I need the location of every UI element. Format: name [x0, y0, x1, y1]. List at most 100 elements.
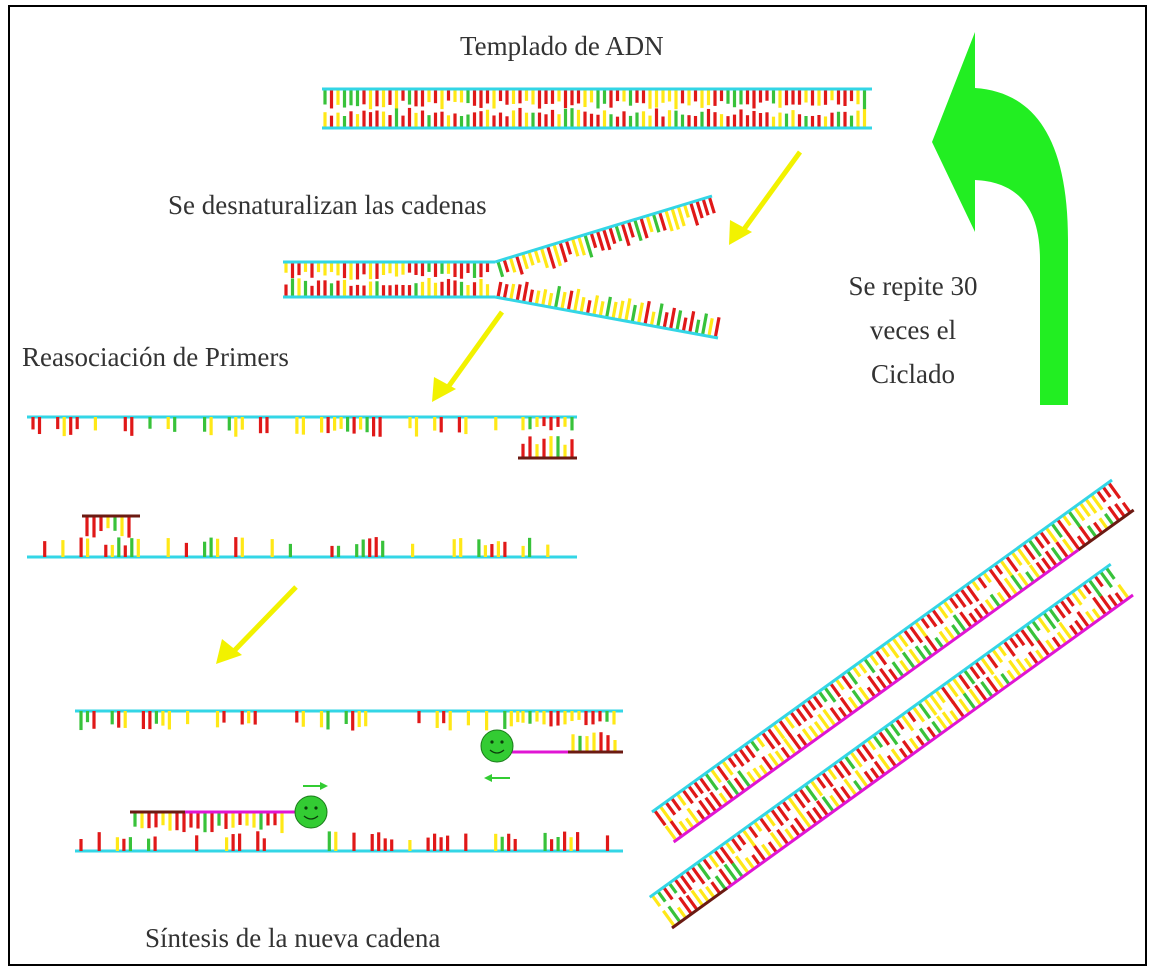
nucleotide [923, 697, 938, 716]
nucleotide [853, 779, 863, 792]
nucleotide [681, 317, 688, 332]
nucleotide [1050, 546, 1064, 563]
nucleotide [812, 694, 824, 709]
nucleotide [1033, 534, 1045, 549]
nucleotide [700, 313, 709, 336]
primer [1077, 508, 1135, 552]
nucleotide [928, 693, 943, 711]
nucleotide [1015, 658, 1028, 674]
nucleotide [670, 207, 680, 230]
dna-strands [27, 87, 1135, 930]
nucleotide [790, 824, 801, 838]
nucleotide [1056, 631, 1068, 645]
nucleotide [658, 211, 667, 231]
nucleotide [1035, 561, 1047, 575]
nucleotide [1061, 514, 1072, 527]
polymerase-eye [314, 806, 318, 810]
nucleotide [917, 701, 932, 720]
nucleotide [541, 289, 548, 307]
nucleotide [721, 760, 734, 776]
template-bases [79, 711, 520, 731]
nucleotide [832, 763, 845, 779]
nucleotide [931, 720, 943, 735]
template-bases [79, 831, 610, 851]
nucleotide [775, 804, 790, 822]
nucleotide [792, 792, 806, 809]
nucleotide [949, 710, 960, 723]
nucleotide [552, 243, 562, 267]
nucleotide [840, 785, 852, 801]
nucleotide [585, 300, 592, 315]
nucleotide [988, 567, 1003, 586]
lower-arm-bases [496, 281, 721, 338]
label-annealing: Reasociación de Primers [22, 342, 289, 372]
nucleotide [832, 787, 846, 805]
nucleotide [1042, 611, 1057, 630]
nucleotide [849, 751, 863, 768]
nucleotide [1035, 638, 1051, 657]
denaturing-dna [283, 194, 721, 340]
step-arrow-3 [216, 585, 298, 664]
nucleotide [592, 295, 600, 316]
nucleotide [829, 706, 842, 723]
nucleotide [958, 698, 971, 715]
nucleotide [743, 743, 756, 759]
nucleotide [957, 673, 971, 690]
nucleotide [707, 318, 714, 337]
nucleotide [695, 200, 704, 219]
nucleotide [1035, 649, 1045, 661]
nucleotide [812, 806, 824, 821]
nucleotide [662, 312, 669, 329]
nucleotide [656, 303, 664, 328]
nucleotide [736, 833, 747, 846]
nucleotide [925, 612, 938, 628]
diagram-frame [8, 5, 1147, 966]
nucleotide [901, 651, 916, 670]
nucleotide [1002, 640, 1016, 657]
nucleotide [778, 719, 792, 737]
nucleotide [1008, 659, 1022, 678]
nucleotide [951, 677, 966, 695]
nucleotide [1019, 628, 1035, 647]
nucleotide [649, 311, 656, 327]
nucleotide [1103, 512, 1115, 526]
nucleotide [1056, 518, 1071, 537]
nucleotide [667, 882, 678, 894]
nucleotide [1091, 608, 1102, 620]
nucleotide [626, 220, 635, 238]
nucleotide [1070, 591, 1083, 606]
nucleotide [710, 881, 722, 895]
nucleotide [888, 668, 899, 682]
bases-bottom [323, 89, 867, 110]
nucleotide [502, 283, 509, 300]
nucleotide [863, 657, 876, 674]
nucleotide [698, 888, 710, 903]
nucleotide [1027, 538, 1042, 557]
nucleotide [698, 799, 712, 817]
nucleotide [696, 861, 711, 881]
nucleotide [962, 692, 977, 710]
nucleotide [815, 775, 827, 789]
nucleotide [704, 796, 718, 813]
nucleotide [767, 752, 780, 768]
step-arrow-2 [432, 310, 505, 402]
polymerase-eye [490, 740, 494, 744]
new-strand [672, 548, 1080, 844]
nucleotide [714, 875, 727, 891]
polymerase-left [294, 782, 328, 829]
nucleotide [732, 751, 745, 767]
nucleotide [658, 805, 674, 824]
nucleotide [922, 644, 933, 657]
label-repeat-line2: veces el [870, 315, 956, 345]
nucleotide [692, 780, 704, 795]
nucleotide [968, 664, 981, 680]
nucleotide [690, 865, 706, 885]
nucleotide [1098, 517, 1109, 530]
nucleotide [546, 245, 556, 269]
primer [671, 886, 729, 930]
nucleotide [564, 239, 573, 255]
nucleotide [764, 812, 776, 827]
nucleotide [1000, 672, 1011, 686]
nucleotide [744, 857, 756, 870]
nucleotide [821, 771, 834, 788]
